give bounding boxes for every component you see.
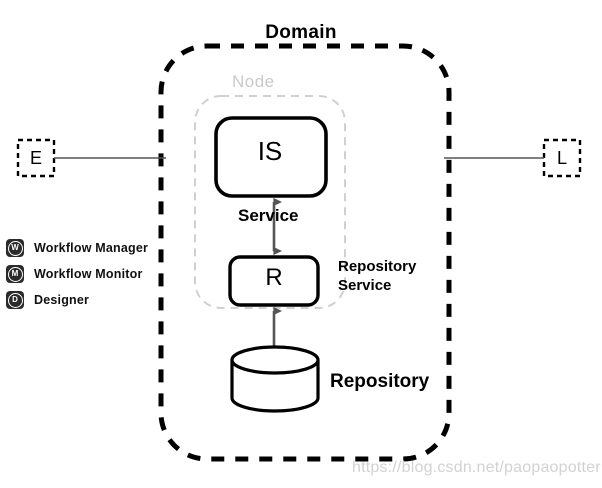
workflow-manager-glyph: W [7,240,23,256]
legend-label: Workflow Manager [34,241,149,255]
workflow-monitor-icon: M [6,265,24,283]
workflow-manager-icon: W [6,239,24,257]
legend-label: Workflow Monitor [34,267,143,281]
legend-item-designer[interactable]: D Designer [6,288,176,312]
r-box[interactable] [228,255,320,307]
designer-icon: D [6,291,24,309]
repository-service-edge-label: Repository Service [338,258,417,294]
e-node-label: E [29,148,42,168]
legend-item-workflow-manager[interactable]: W Workflow Manager [6,236,176,260]
repository-cylinder[interactable] [230,345,320,413]
node-label: Node [232,72,275,91]
repository-label: Repository [330,371,430,392]
watermark: https://blog.csdn.net/paopaopotter [352,459,601,476]
is-box[interactable] [214,116,328,198]
domain-boundary [158,43,452,462]
service-edge-label: Service [238,206,299,225]
legend-item-workflow-monitor[interactable]: M Workflow Monitor [6,262,176,286]
node-boundary [194,95,346,309]
domain-title: Domain [265,22,337,43]
legend-label: Designer [34,293,90,307]
workflow-monitor-glyph: M [7,266,23,282]
l-node-label: L [556,148,567,168]
designer-glyph: D [7,292,23,308]
legend: W Workflow Manager M Workflow Monitor D … [6,236,176,314]
r-node-label: R [265,264,283,291]
is-node-label: IS [257,136,283,166]
